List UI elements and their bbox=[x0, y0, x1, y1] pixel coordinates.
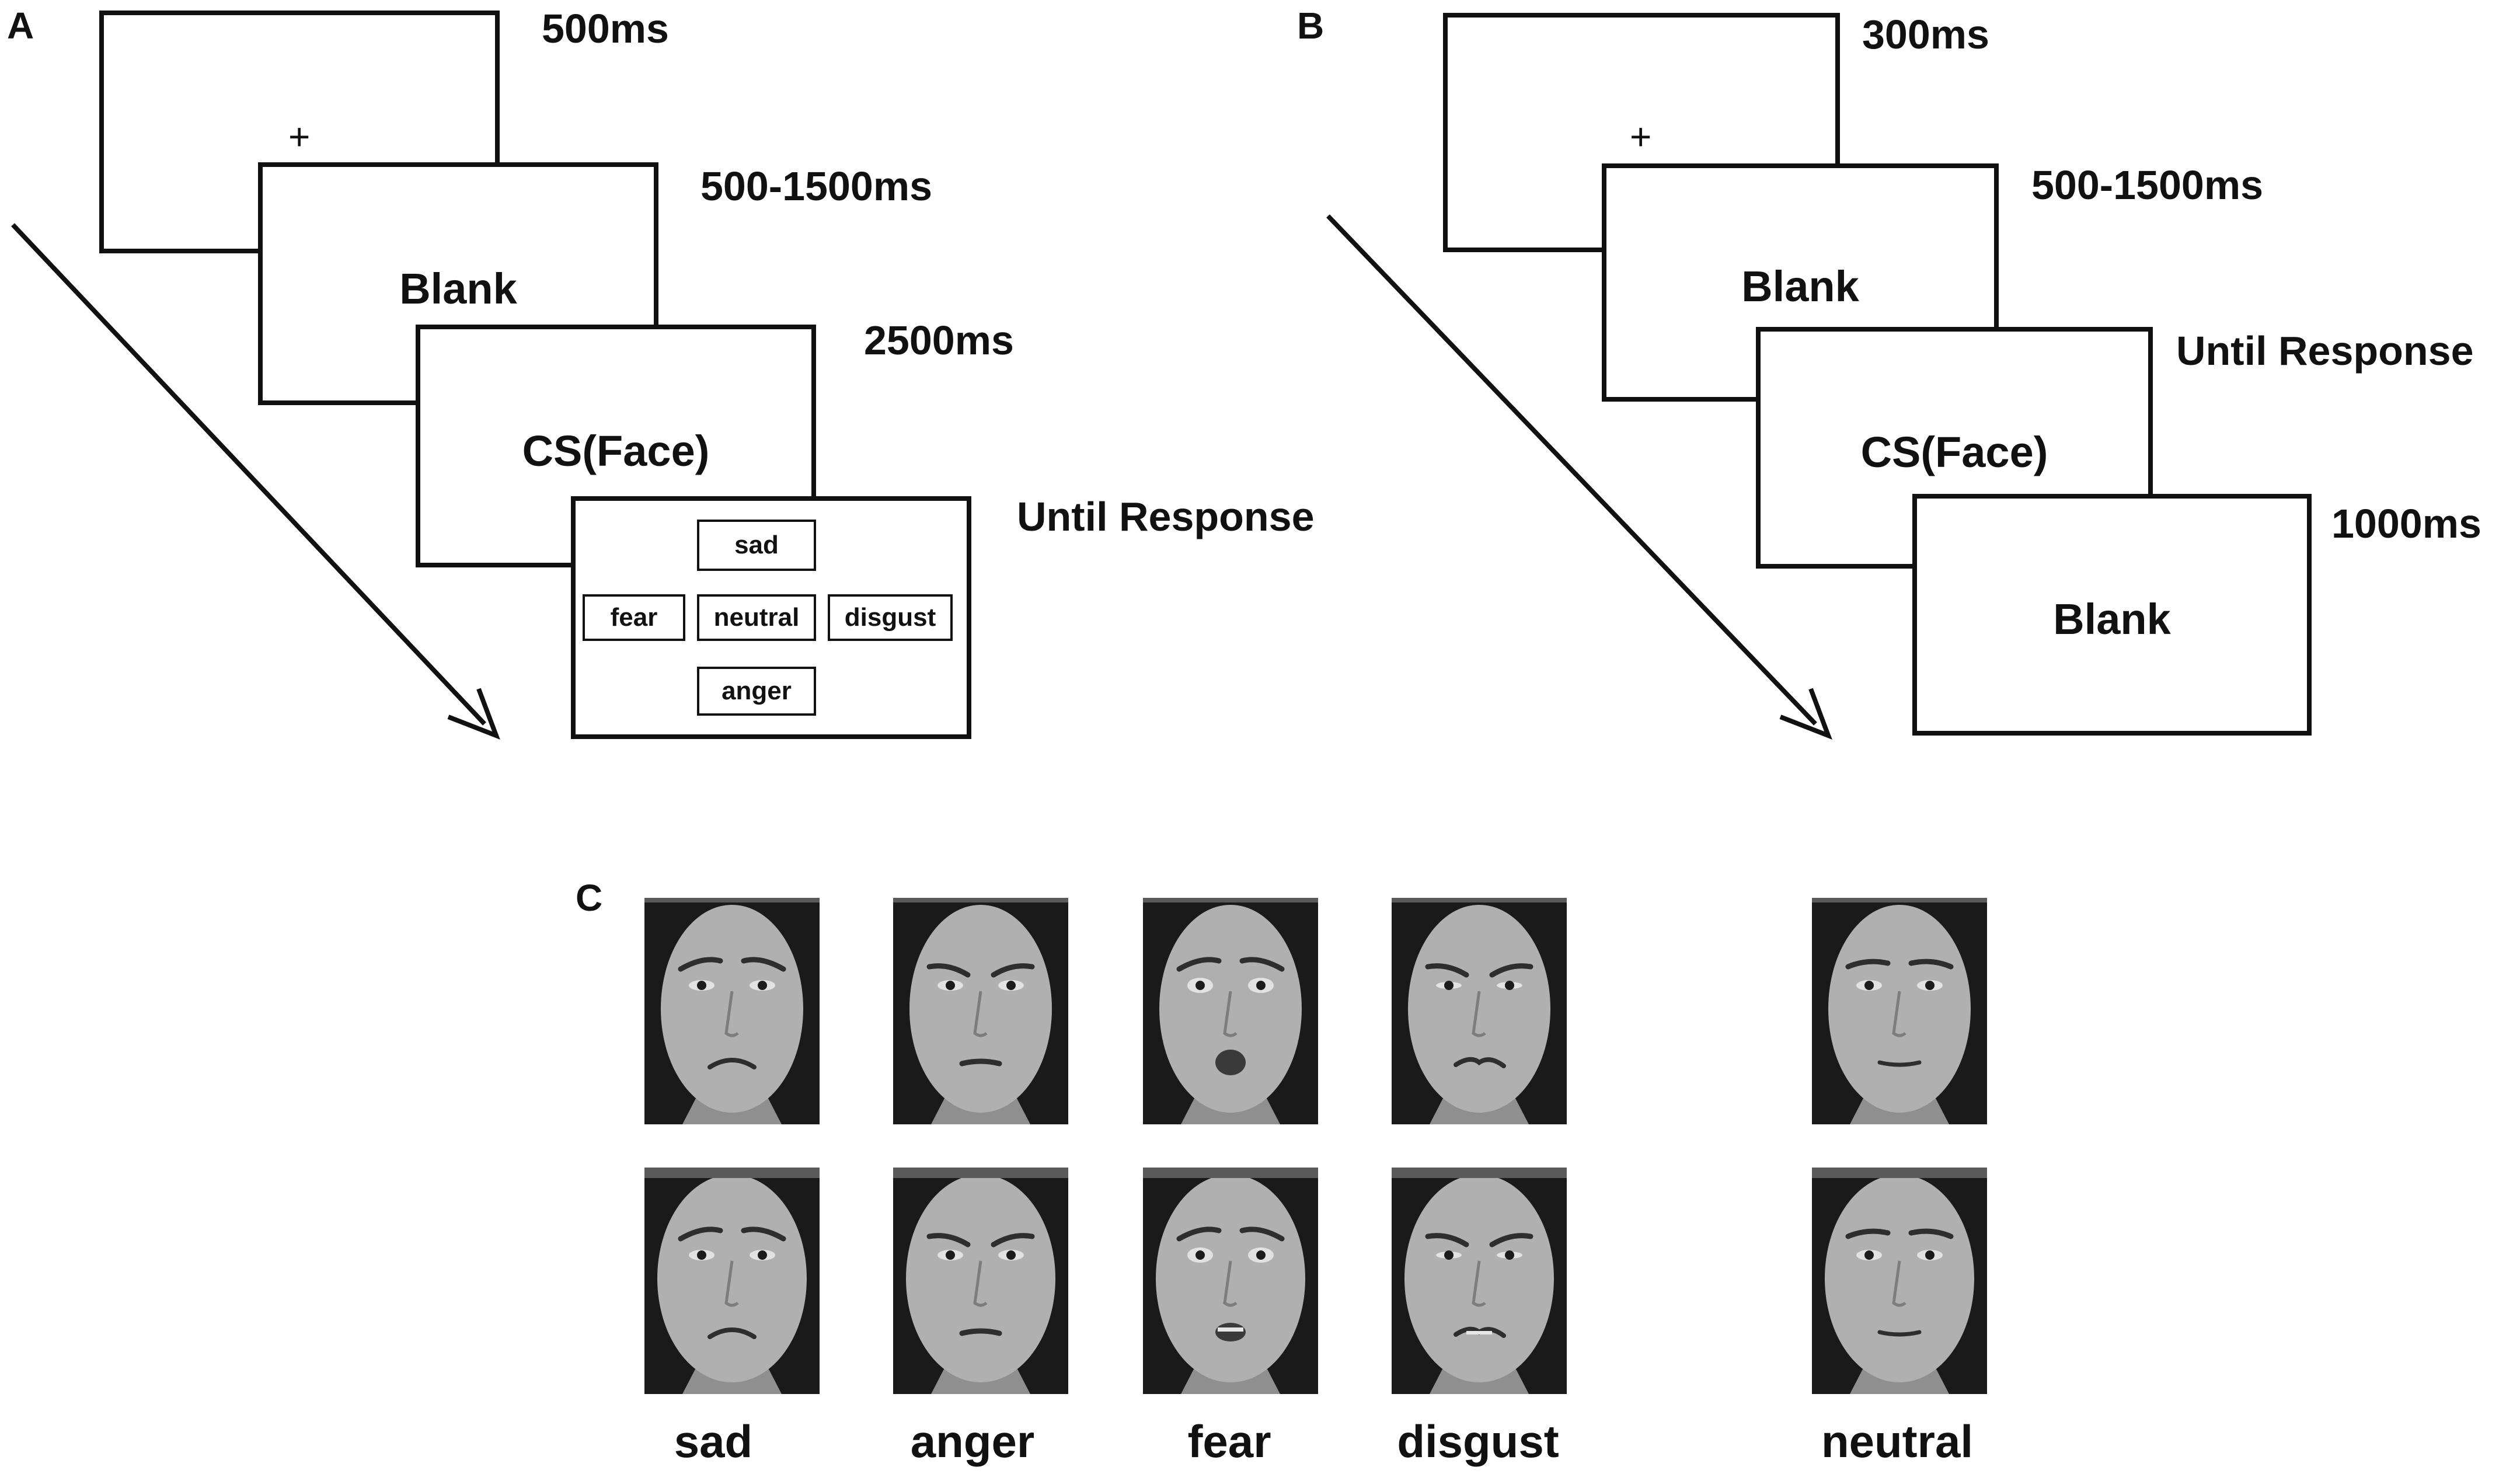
face-male-disgust bbox=[1392, 1168, 1567, 1394]
face-label-neutral: neutral bbox=[1821, 1416, 1974, 1467]
response-option-sad: sad bbox=[697, 520, 816, 571]
screen-label-blank: Blank bbox=[1741, 262, 1859, 311]
face-female-anger bbox=[893, 898, 1068, 1124]
face-label-fear: fear bbox=[1187, 1416, 1271, 1467]
face-male-sad bbox=[644, 1168, 820, 1394]
response-option-fear: fear bbox=[583, 594, 685, 641]
screen-label-blank: Blank bbox=[2053, 595, 2171, 643]
response-option-disgust: disgust bbox=[828, 594, 953, 641]
face-label-disgust: disgust bbox=[1397, 1416, 1559, 1467]
face-female-disgust bbox=[1392, 898, 1567, 1124]
response-option-anger: anger bbox=[697, 667, 816, 716]
fixation-cross: + bbox=[288, 116, 311, 158]
panel-c-letter: C bbox=[576, 877, 603, 919]
panel-a-timing-2: 500-1500ms bbox=[700, 163, 932, 209]
panel-b-timing-2: 500-1500ms bbox=[2031, 162, 2263, 208]
panel-a-letter: A bbox=[7, 5, 34, 47]
panel-a-timing-1: 500ms bbox=[542, 6, 669, 51]
face-male-anger bbox=[893, 1168, 1068, 1394]
face-label-sad: sad bbox=[674, 1416, 753, 1467]
panel-b-timing-4: 1000ms bbox=[2331, 501, 2481, 546]
screen-label-blank: Blank bbox=[399, 264, 517, 313]
fixation-cross: + bbox=[1630, 116, 1652, 158]
response-option-neutral: neutral bbox=[697, 594, 816, 641]
panel-a-timing-3: 2500ms bbox=[864, 318, 1014, 363]
face-male-fear bbox=[1143, 1168, 1318, 1394]
face-label-anger: anger bbox=[910, 1416, 1035, 1467]
panel-a-timing-4: Until Response bbox=[1017, 494, 1315, 539]
screen-label-face: CS(Face) bbox=[522, 427, 710, 475]
panel-b-letter: B bbox=[1297, 5, 1325, 47]
face-female-sad bbox=[644, 898, 820, 1124]
screen-label-face: CS(Face) bbox=[1860, 428, 2048, 476]
face-male-neutral bbox=[1812, 1168, 1987, 1394]
face-female-neutral bbox=[1812, 898, 1987, 1124]
panel-b-timing-1: 300ms bbox=[1862, 12, 1989, 57]
panel-b-blank-screen-2: Blank bbox=[1912, 494, 2312, 736]
panel-a-response-screen: sad fear neutral disgust anger bbox=[571, 496, 971, 739]
face-female-fear bbox=[1143, 898, 1318, 1124]
panel-b-timing-3: Until Response bbox=[2176, 328, 2474, 374]
